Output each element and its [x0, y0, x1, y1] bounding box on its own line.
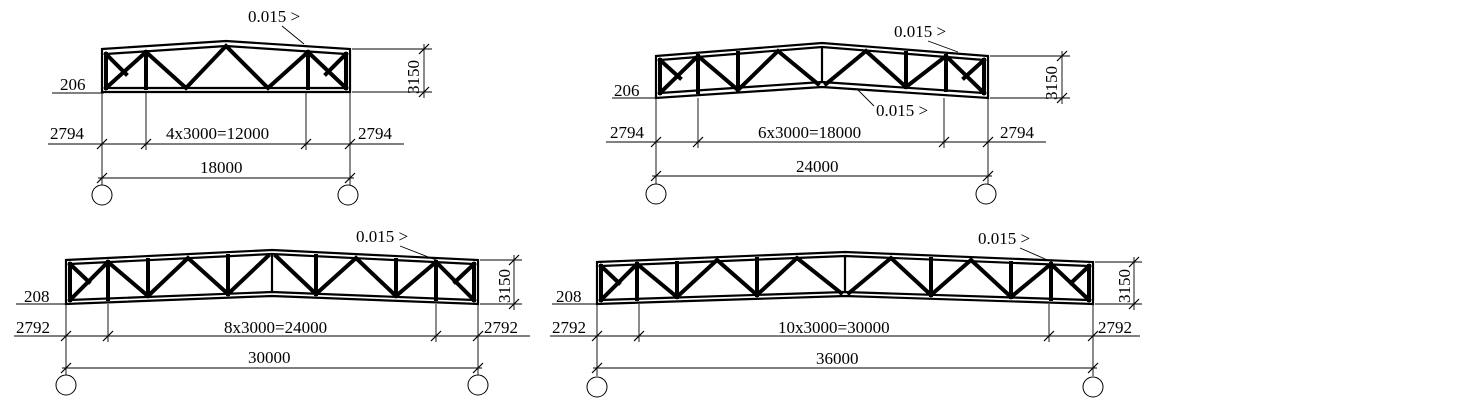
truss-web	[67, 261, 92, 285]
dimension-tick	[430, 330, 442, 342]
slope-leader	[927, 40, 959, 53]
truss-outline	[100, 39, 352, 94]
height-label: 3150	[495, 269, 514, 303]
dimension-tick	[472, 330, 484, 342]
dimension-tick	[650, 170, 662, 182]
dimension-tick	[1056, 92, 1068, 104]
axis-marker-circle	[586, 376, 608, 398]
dimension-tick	[982, 136, 994, 148]
dimension-tick	[1128, 298, 1140, 310]
truss-web	[323, 51, 349, 77]
dimension-tick	[633, 330, 645, 342]
truss-web	[103, 51, 129, 77]
dimension-tick	[102, 330, 114, 342]
dimension-tick	[60, 362, 72, 374]
dimension-tick	[140, 138, 152, 150]
dimension-tick	[1056, 50, 1068, 62]
truss-36000: 0.015 > 3150 208 2792 10x3000=30000 2792…	[550, 229, 1142, 398]
axis-marker-circle	[645, 183, 667, 205]
slope-leader	[281, 25, 305, 45]
support-label: 206	[614, 81, 640, 100]
dimension-tick	[418, 86, 430, 98]
panels-label: 10x3000=30000	[778, 318, 890, 337]
dimension-tick	[650, 136, 662, 148]
dimension-tick	[508, 298, 520, 310]
dimension-tick	[472, 362, 484, 374]
axis-marker-circle	[91, 184, 113, 206]
dimension-tick	[60, 330, 72, 342]
dimension-tick	[508, 254, 520, 266]
end-left-label: 2792	[16, 318, 50, 337]
axis-marker-circle	[1082, 376, 1104, 398]
height-label: 3150	[404, 60, 423, 94]
end-left-label: 2794	[610, 123, 645, 142]
truss-web	[273, 253, 477, 303]
dimension-tick	[344, 172, 356, 184]
dimension-tick	[938, 136, 950, 148]
axis-marker-circle	[337, 184, 359, 206]
slope-leader	[857, 89, 875, 107]
slope-bottom-label: 0.015 >	[876, 101, 928, 120]
dimension-tick	[591, 362, 603, 374]
dimension-tick	[1087, 362, 1099, 374]
dimension-tick	[1087, 330, 1099, 342]
span-label: 24000	[796, 157, 839, 176]
truss-web	[1068, 263, 1092, 286]
dimension-tick	[96, 172, 108, 184]
slope-leader	[399, 245, 437, 261]
truss-24000: 0.015 > 0.015 > 3150 206 2794 6x3000=180…	[606, 22, 1070, 205]
truss-web	[67, 253, 271, 303]
span-label: 18000	[200, 158, 243, 177]
end-right-label: 2792	[1098, 318, 1132, 337]
truss-30000: 0.015 > 3150 208 2792 8x3000=24000 2792 …	[14, 227, 530, 396]
panels-label: 8x3000=24000	[224, 318, 327, 337]
end-right-label: 2794	[1000, 123, 1035, 142]
dimension-tick	[96, 138, 108, 150]
dimension-tick	[1043, 330, 1055, 342]
support-label: 208	[24, 287, 50, 306]
truss-18000: 0.015 > 3150 206 2794 4x3000=12000 2794 …	[48, 7, 432, 206]
slope-label: 0.015 >	[978, 229, 1030, 248]
dimension-tick	[692, 136, 704, 148]
truss-web	[657, 57, 683, 81]
end-right-label: 2792	[484, 318, 518, 337]
axis-marker-circle	[975, 183, 997, 205]
axis-marker-circle	[467, 374, 489, 396]
panels-label: 4x3000=12000	[166, 124, 269, 143]
dimension-tick	[344, 138, 356, 150]
slope-label: 0.015 >	[356, 227, 408, 246]
truss-web	[961, 57, 987, 81]
end-left-label: 2792	[552, 318, 586, 337]
height-label: 3150	[1042, 66, 1061, 100]
dimension-tick	[1128, 256, 1140, 268]
support-label: 208	[556, 287, 582, 306]
panels-label: 6x3000=18000	[758, 123, 861, 142]
truss-web	[452, 261, 477, 285]
axis-marker-circle	[55, 374, 77, 396]
dimension-tick	[300, 138, 312, 150]
slope-label: 0.015 >	[248, 7, 300, 26]
end-right-label: 2794	[358, 124, 393, 143]
height-label: 3150	[1115, 269, 1134, 303]
slope-leader	[1019, 247, 1053, 263]
end-left-label: 2794	[50, 124, 85, 143]
truss-web	[598, 263, 622, 286]
slope-label: 0.015 >	[894, 22, 946, 41]
span-label: 30000	[248, 348, 291, 367]
support-label: 206	[60, 75, 86, 94]
dimension-tick	[982, 170, 994, 182]
dimension-tick	[418, 43, 430, 55]
dimension-tick	[591, 330, 603, 342]
span-label: 36000	[816, 349, 859, 368]
